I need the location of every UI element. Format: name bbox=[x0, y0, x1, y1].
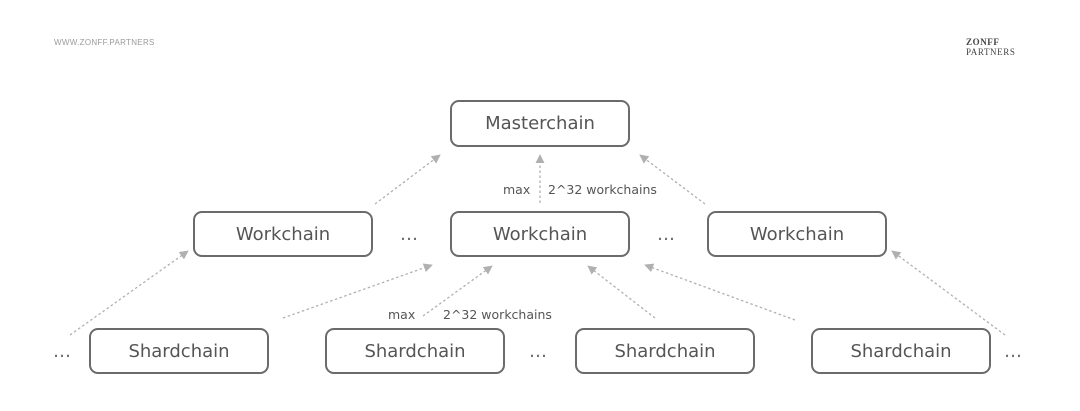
shardchain-node-3: Shardchain bbox=[575, 328, 755, 374]
shardchain-label: Shardchain bbox=[364, 340, 466, 362]
ellipsis-shardchain-far-right: … bbox=[1004, 341, 1022, 362]
site-url: WWW.ZONFF.PARTNERS bbox=[54, 38, 155, 47]
ellipsis-workchain-right: … bbox=[657, 224, 675, 245]
workchain-node-left: Workchain bbox=[193, 211, 373, 257]
shardchain-label: Shardchain bbox=[128, 340, 230, 362]
zonff-partners-logo: ZONFF PARTNERS bbox=[966, 37, 1036, 57]
annotation-max-top: max bbox=[503, 182, 531, 197]
masterchain-label: Masterchain bbox=[485, 113, 595, 134]
arrow-shardchain-2-to-workchain-center bbox=[422, 265, 493, 317]
arrow-workchain-left-to-masterchain bbox=[374, 154, 441, 205]
logo-line-1: ZONFF bbox=[966, 37, 1000, 47]
shardchain-node-4: Shardchain bbox=[811, 328, 991, 374]
annotation-max-bottom: max bbox=[388, 307, 416, 322]
annotation-limit-top: 2^32 workchains bbox=[548, 182, 657, 197]
annotation-limit-bottom: 2^32 workchains bbox=[443, 307, 552, 322]
logo-line-2: PARTNERS bbox=[966, 47, 1016, 57]
workchain-label: Workchain bbox=[235, 223, 331, 245]
arrow-right-edge-to-workchain-right bbox=[891, 250, 1006, 336]
shardchain-label: Shardchain bbox=[614, 340, 716, 362]
ellipsis-workchain-left: … bbox=[400, 224, 418, 245]
workchain-label: Workchain bbox=[749, 223, 845, 245]
arrow-shardchain-3-to-workchain-center bbox=[587, 265, 656, 319]
masterchain-node: Masterchain bbox=[450, 100, 630, 147]
workchain-node-right: Workchain bbox=[707, 211, 887, 257]
arrow-shardchain-1-to-workchain-center bbox=[282, 263, 433, 319]
workchain-label: Workchain bbox=[492, 223, 588, 245]
shardchain-node-2: Shardchain bbox=[325, 328, 505, 374]
arrow-left-edge-to-workchain-left bbox=[69, 250, 189, 336]
shardchain-label: Shardchain bbox=[850, 340, 952, 362]
shardchain-node-1: Shardchain bbox=[89, 328, 269, 374]
arrow-workchain-right-to-masterchain bbox=[639, 154, 706, 205]
ellipsis-shardchain-middle: … bbox=[529, 341, 547, 362]
arrow-shardchain-4-to-workchain-center bbox=[644, 263, 796, 321]
ellipsis-shardchain-far-left: … bbox=[53, 341, 71, 362]
workchain-node-center: Workchain bbox=[450, 211, 630, 257]
